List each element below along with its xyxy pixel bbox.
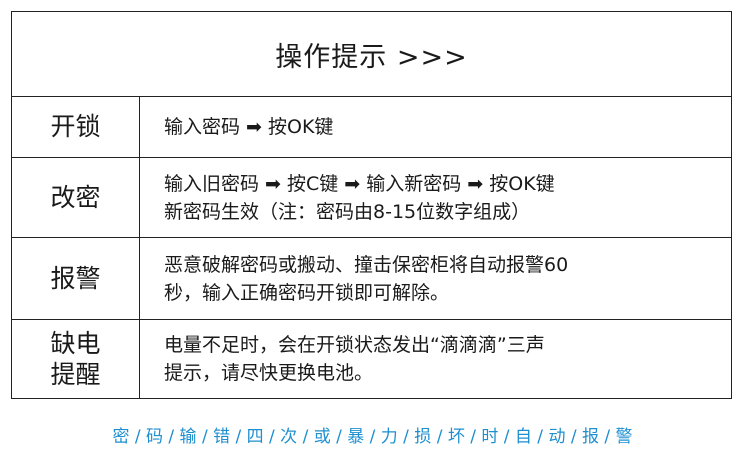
row-label-line: 报警	[50, 264, 101, 293]
instruction-table: 操作提示 >>> 开锁 输入密码 ➡ 按OK键 改密 输入旧密码 ➡ 按C键 ➡…	[11, 11, 732, 399]
row-content: 电量不足时，会在开锁状态发出“滴滴滴”三声 提示，请尽快更换电池。	[164, 320, 723, 398]
table-row-unlock: 开锁 输入密码 ➡ 按OK键	[12, 96, 731, 158]
row-content-line: 输入密码 ➡ 按OK键	[164, 115, 334, 138]
row-content: 输入密码 ➡ 按OK键	[164, 96, 723, 157]
row-label: 开锁	[12, 96, 140, 157]
row-label-line: 改密	[50, 183, 101, 212]
table-row-alarm: 报警 恶意破解密码或搬动、撞击保密柜将自动报警60 秒，输入正确密码开锁即可解除…	[12, 238, 731, 320]
row-label-line: 缺电	[50, 329, 101, 358]
row-label-line: 开锁	[50, 112, 101, 141]
row-label-line: 提醒	[50, 360, 101, 389]
row-label: 改密	[12, 158, 140, 237]
row-content-line: 新密码生效（注：密码由8-15位数字组成）	[164, 200, 531, 223]
row-content-line: 恶意破解密码或搬动、撞击保密柜将自动报警60	[164, 253, 569, 276]
row-content: 恶意破解密码或搬动、撞击保密柜将自动报警60 秒，输入正确密码开锁即可解除。	[164, 238, 723, 319]
row-content-line: 提示，请尽快更换电池。	[164, 362, 374, 384]
row-label: 缺电 提醒	[12, 320, 140, 398]
row-content-line: 秒，输入正确密码开锁即可解除。	[164, 281, 450, 304]
row-content-line: 输入旧密码 ➡ 按C键 ➡ 输入新密码 ➡ 按OK键	[164, 172, 555, 195]
row-content-line: 电量不足时，会在开锁状态发出“滴滴滴”三声	[164, 334, 545, 356]
row-content: 输入旧密码 ➡ 按C键 ➡ 输入新密码 ➡ 按OK键 新密码生效（注：密码由8-…	[164, 158, 723, 237]
row-label: 报警	[12, 238, 140, 319]
footer-warning: 密 / 码 / 输 / 错 / 四 / 次 / 或 / 暴 / 力 / 损 / …	[112, 427, 633, 447]
table-row-change-password: 改密 输入旧密码 ➡ 按C键 ➡ 输入新密码 ➡ 按OK键 新密码生效（注：密码…	[12, 158, 731, 238]
table-row-low-battery: 缺电 提醒 电量不足时，会在开锁状态发出“滴滴滴”三声 提示，请尽快更换电池。	[12, 320, 731, 398]
page-title: 操作提示 >>>	[12, 12, 731, 97]
